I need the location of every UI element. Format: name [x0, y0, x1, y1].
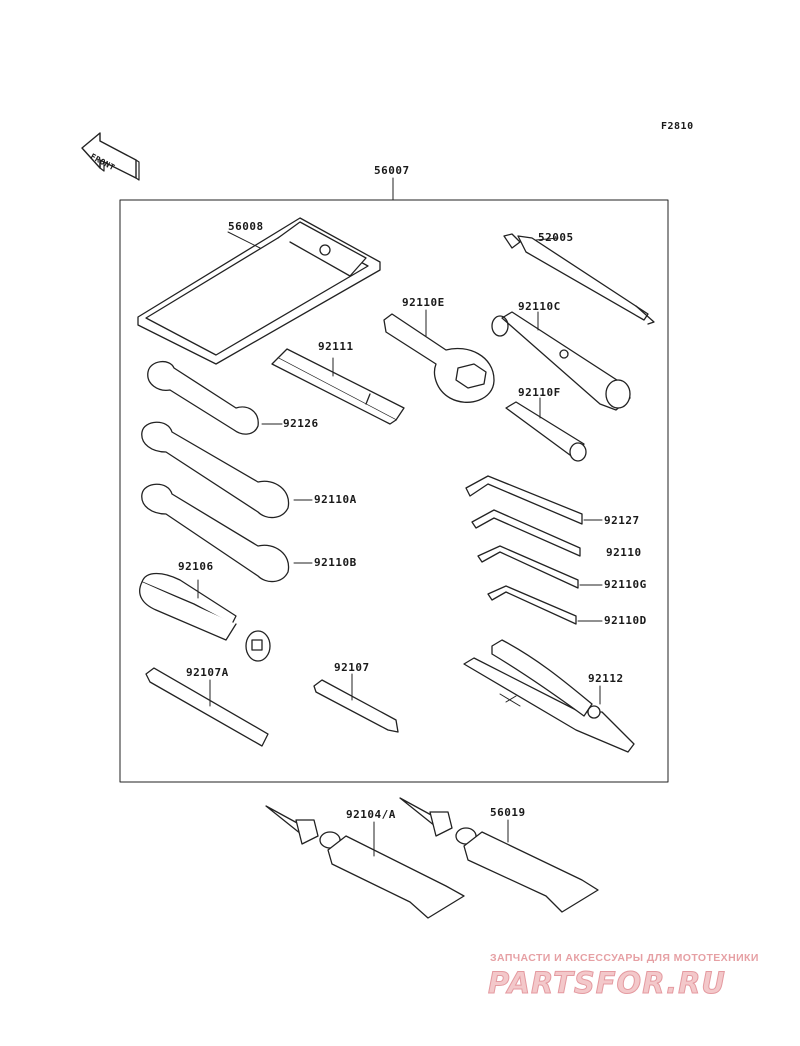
label-open-wrench-a: 92110A: [314, 493, 357, 506]
label-ring-wrench: 92110E: [402, 296, 445, 309]
label-small-open-wrench: 92126: [283, 417, 319, 430]
grease-tube-a-icon: [265, 805, 465, 919]
label-plug-wrench-handle: 52005: [538, 231, 574, 244]
kit-frame: [119, 199, 669, 783]
label-hex-key-2: 92110: [606, 546, 642, 559]
label-pouch: 56008: [228, 220, 264, 233]
label-box-wrench: 92110F: [518, 386, 561, 399]
label-bar: 92111: [318, 340, 354, 353]
label-pliers: 92112: [588, 672, 624, 685]
label-plug-wrench: 92110C: [518, 300, 561, 313]
hex-keys-icon: [465, 475, 603, 625]
screwdriver-handle-icon: [139, 572, 271, 662]
label-screwdriver-handle: 92106: [178, 560, 214, 573]
label-hex-key-4: 92110D: [604, 614, 647, 627]
label-screwdriver-bit-a: 92107A: [186, 666, 229, 679]
ring-wrench-icon: [383, 309, 495, 403]
screwdriver-bit-icon: [313, 673, 399, 733]
label-hex-key-1: 92127: [604, 514, 640, 527]
open-wrench-b-icon: [141, 483, 313, 583]
label-grease-tube-a: 92104/A: [346, 808, 396, 821]
grease-tube-b-icon: [399, 797, 599, 913]
tool-pouch-icon: [137, 217, 381, 365]
box-wrench-icon: [505, 397, 587, 462]
label-kit: 56007: [374, 164, 410, 177]
label-open-wrench-b: 92110B: [314, 556, 357, 569]
label-screwdriver-bit: 92107: [334, 661, 370, 674]
small-open-wrench-icon: [147, 361, 283, 435]
front-arrow-icon: [81, 132, 140, 181]
pliers-icon: [463, 639, 635, 753]
watermark-tagline: ЗАПЧАСТИ И АКСЕССУАРЫ ДЛЯ МОТОТЕХНИКИ: [490, 952, 759, 964]
label-grease-tube-b: 56019: [490, 806, 526, 819]
watermark-logo: PARTSFOR.RU: [488, 966, 726, 1001]
bar-tool-icon: [271, 348, 405, 425]
plug-wrench-icon: [491, 311, 631, 411]
label-hex-key-3: 92110G: [604, 578, 647, 591]
screwdriver-bit-a-icon: [145, 667, 269, 747]
open-wrench-a-icon: [141, 421, 313, 519]
figure-code: F2810: [661, 121, 694, 132]
plug-wrench-handle-icon: [503, 233, 655, 325]
